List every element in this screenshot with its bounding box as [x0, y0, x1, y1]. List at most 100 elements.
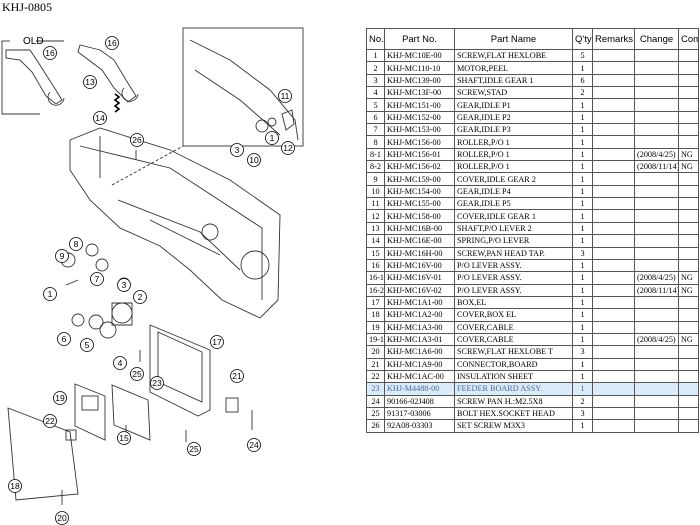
callout-25a: 25 [130, 367, 144, 381]
cell-part: KHJ-MC156-02 [384, 160, 455, 174]
svg-text:22: 22 [45, 416, 55, 426]
cell-remarks [592, 332, 635, 347]
cell-qty: 1 [572, 160, 593, 174]
cell-no: 21 [366, 357, 385, 371]
cell-remarks [592, 147, 635, 162]
cell-com: NG [678, 160, 699, 174]
cell-no: 19-1 [366, 332, 385, 347]
cell-no: 8-2 [366, 160, 385, 174]
cell-part: KHJ-MC1A9-00 [384, 357, 455, 371]
cell-com [678, 110, 699, 125]
cell-change [634, 110, 679, 125]
cell-qty: 1 [572, 135, 593, 149]
cell-name: P/O LEVER ASSY. [454, 258, 573, 273]
cell-part: KHJ-M4488-00 [384, 382, 455, 396]
callout-17: 17 [210, 335, 224, 349]
callout-13: 13 [83, 75, 97, 89]
cell-remarks [592, 48, 635, 63]
callout-11: 11 [278, 89, 292, 103]
main-frame [69, 127, 281, 319]
cell-remarks [592, 135, 635, 149]
cell-no: 12 [366, 209, 385, 223]
cell-part: KHJ-MC151-00 [384, 98, 455, 112]
cell-part: 90166-02J408 [384, 394, 455, 408]
cell-no: 16 [366, 258, 385, 273]
cell-qty: 1 [572, 258, 593, 273]
cell-name: COVER,BOX EL [454, 308, 573, 322]
cell-qty: 1 [572, 147, 593, 162]
callout-19: 19 [53, 391, 67, 405]
svg-text:9: 9 [60, 251, 65, 261]
col-header-remarks: Remarks [592, 28, 635, 50]
cell-name: COVER,IDLE GEAR 2 [454, 172, 573, 186]
svg-text:25: 25 [189, 444, 199, 454]
cell-qty: 5 [572, 48, 593, 63]
cell-qty: 2 [572, 86, 593, 100]
cell-qty: 1 [572, 419, 593, 433]
cell-part: KHJ-MC153-00 [384, 123, 455, 137]
cell-part: KHJ-MC139-00 [384, 73, 455, 88]
feeder-board-part [111, 384, 151, 441]
callout-3a: 3 [230, 143, 244, 157]
parts-table: No. Part No. Part Name Q'ty Remarks Chan… [366, 28, 699, 433]
cell-part: KHJ-MC110-10 [384, 61, 455, 75]
cell-qty: 1 [572, 98, 593, 112]
cell-no: 2 [366, 61, 385, 75]
svg-text:3: 3 [235, 145, 240, 155]
cell-com [678, 98, 699, 112]
cell-name: SHAFT,P/O LEVER 2 [454, 221, 573, 236]
cell-change [634, 221, 679, 236]
cell-name: BOLT HEX.SOCKET HEAD [454, 406, 573, 421]
cell-name: ROLLER,P/O 1 [454, 135, 573, 149]
col-header-change: Change [634, 28, 679, 50]
cell-part: KHJ-MC156-01 [384, 147, 455, 162]
cell-no: 26 [366, 419, 385, 433]
cell-part: KHJ-MC16V-02 [384, 283, 455, 297]
cell-remarks [592, 123, 635, 137]
cell-no: 7 [366, 123, 385, 137]
cell-change [634, 394, 679, 408]
cell-qty: 1 [572, 184, 593, 199]
callout-26: 26 [130, 133, 144, 147]
cell-com [678, 382, 699, 396]
cell-name: ROLLER,P/O 1 [454, 160, 573, 174]
new-lever-part [77, 44, 137, 103]
cell-remarks [592, 246, 635, 260]
cell-change: (2008/4/25) [634, 271, 679, 285]
cell-part: KHJ-MC1A1-00 [384, 295, 455, 310]
cell-part: KHJ-MC156-00 [384, 135, 455, 149]
svg-text:1: 1 [270, 133, 275, 143]
cell-change [634, 345, 679, 359]
cell-remarks [592, 172, 635, 186]
svg-text:15: 15 [119, 433, 129, 443]
callout-14: 14 [93, 111, 107, 125]
cell-change: (2008/11/14) [634, 283, 679, 297]
cell-part: KHJ-MC1A6-00 [384, 345, 455, 359]
callout-10: 10 [247, 153, 261, 167]
cell-no: 23 [366, 382, 385, 396]
cell-name: MOTOR,PEEL [454, 61, 573, 75]
svg-text:17: 17 [212, 337, 222, 347]
cell-qty: 1 [572, 172, 593, 186]
cell-qty: 1 [572, 271, 593, 285]
col-header-no: No. [366, 28, 385, 50]
cell-no: 4 [366, 86, 385, 100]
cell-part: KHJ-MC16H-00 [384, 246, 455, 260]
callout-9: 9 [55, 249, 69, 263]
cell-qty: 1 [572, 332, 593, 347]
cell-com [678, 123, 699, 137]
cell-name: GEAR,IDLE P3 [454, 123, 573, 137]
cell-change [634, 406, 679, 421]
table-header-row: No. Part No. Part Name Q'ty Remarks Chan… [366, 28, 699, 50]
cell-part: KHJ-MC10E-00 [384, 48, 455, 63]
